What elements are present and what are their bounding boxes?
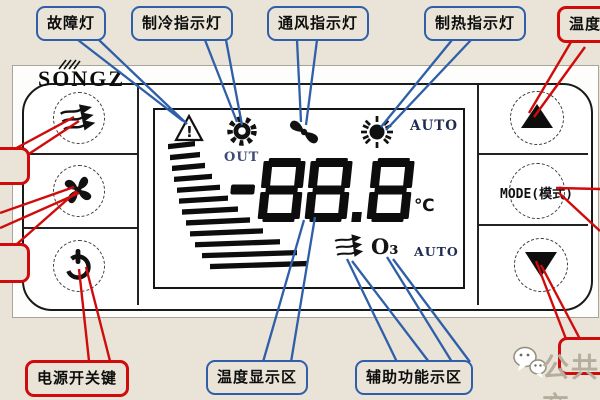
- left-cell-divider-2: [23, 227, 137, 229]
- watermark-text: 公共交: [542, 353, 600, 400]
- callout-partial-left-2: [0, 243, 30, 283]
- triangle-down-icon: [525, 252, 557, 277]
- callout-ventilation-indicator: 通风指示灯: [267, 6, 370, 41]
- left-cell-divider-1: [23, 153, 137, 155]
- right-cell-divider-2: [477, 224, 588, 226]
- triangle-up-icon: [521, 104, 553, 128]
- mode-button[interactable]: [509, 163, 565, 219]
- mode-button-label: MODE(模式): [500, 187, 573, 202]
- right-column-divider: [477, 85, 479, 305]
- aux-airflow-icon: [334, 234, 364, 257]
- callout-temp-up-key-partial: 温度: [557, 6, 600, 43]
- callout-power-switch-key: 电源开关键: [25, 360, 130, 397]
- callout-heating-indicator: 制热指示灯: [424, 6, 527, 41]
- power-icon: [65, 249, 91, 280]
- warning-triangle-icon: !: [174, 113, 204, 142]
- airflow-icon: [60, 104, 96, 131]
- cooling-gear-icon: [227, 116, 257, 146]
- left-column-divider: [137, 85, 139, 305]
- callout-partial-left-1: [0, 147, 30, 185]
- callout-partial-right-bottom: [558, 337, 600, 375]
- auto-label-top: AUTO: [410, 118, 459, 134]
- right-cell-divider-1: [477, 153, 588, 155]
- auto-label-bottom: AUTO: [414, 244, 459, 259]
- callout-temperature-display-area: 温度显示区: [206, 360, 309, 395]
- svg-text:!: !: [186, 123, 193, 141]
- temperature-unit: ℃: [414, 196, 435, 216]
- callout-aux-function-display-area: 辅助功能示区: [355, 360, 474, 395]
- out-label: OUT: [224, 150, 260, 165]
- wechat-icon: [513, 346, 547, 378]
- callout-fault-light: 故障灯: [36, 6, 107, 41]
- ozone-label: O₃: [371, 234, 399, 259]
- callout-cooling-indicator: 制冷指示灯: [131, 6, 234, 41]
- fan-lcd-icon: [289, 120, 319, 144]
- heating-sun-icon: [361, 116, 393, 148]
- fan-icon: [64, 176, 92, 204]
- logo-leaf-decoration-icon: [58, 59, 81, 70]
